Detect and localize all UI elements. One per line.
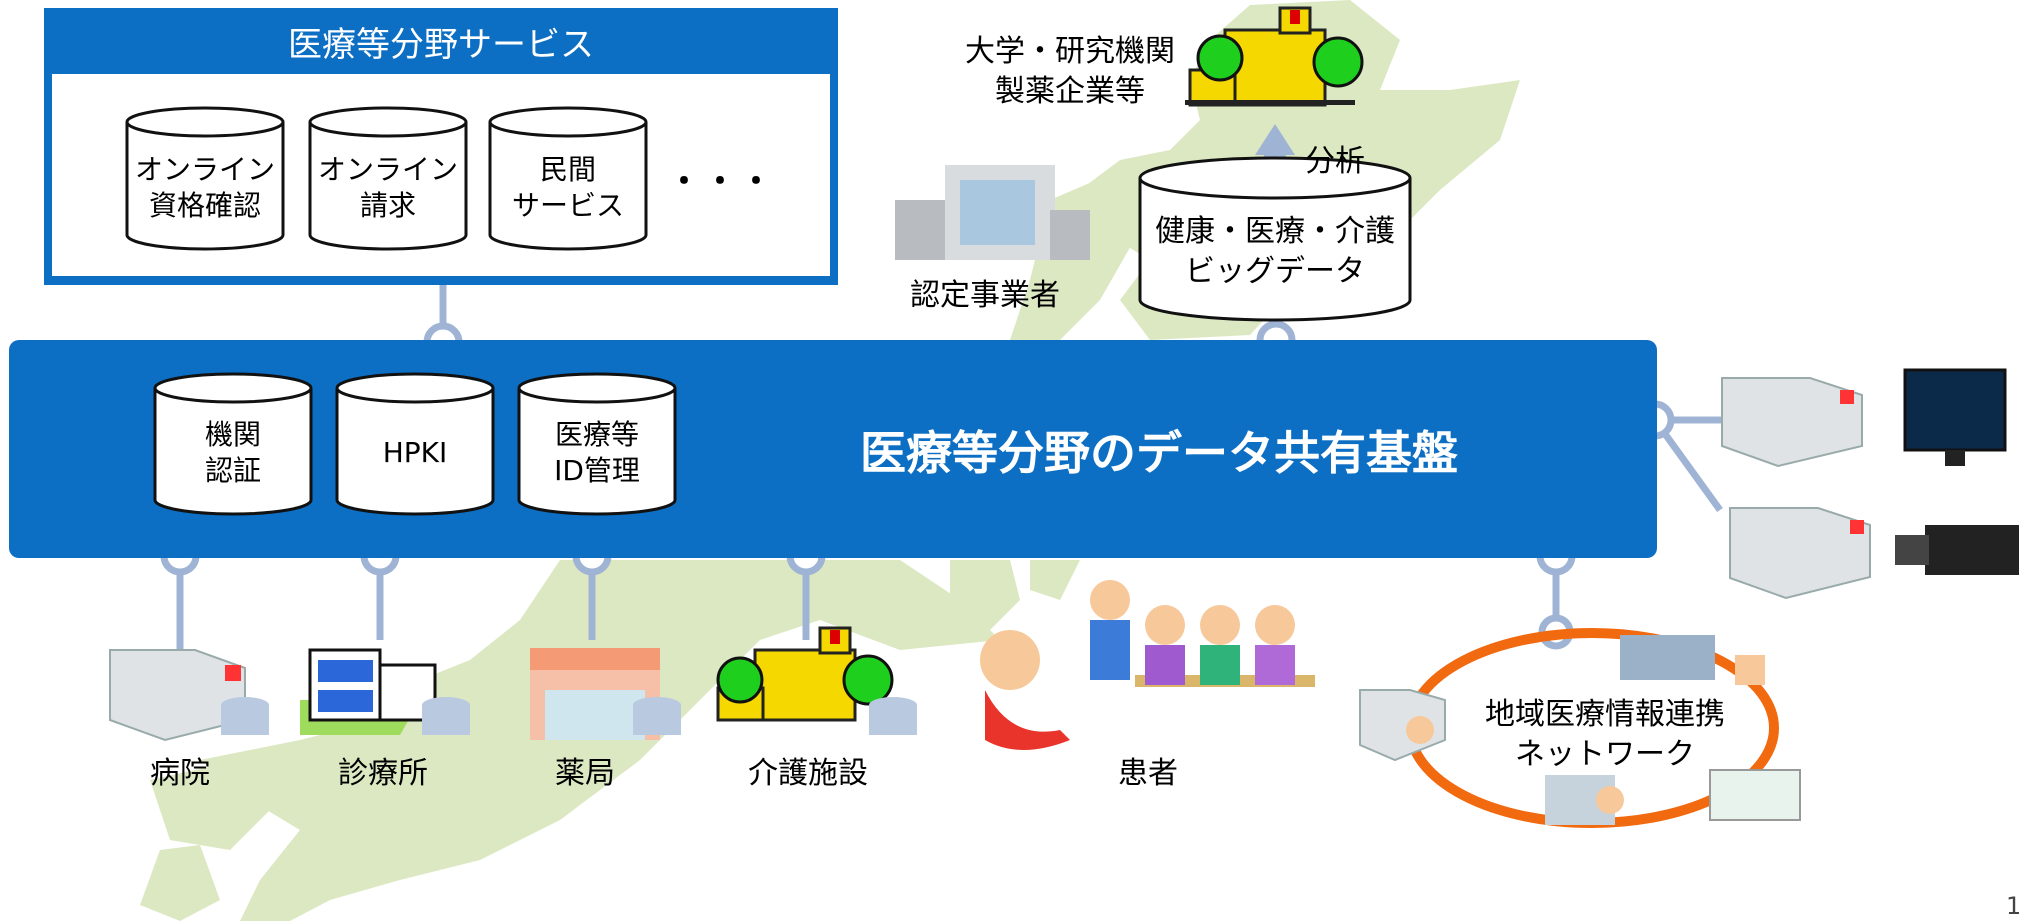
certified-business-building-icon — [895, 165, 1090, 260]
clinic-icon — [300, 648, 470, 735]
service-cylinder-line2: 資格確認 — [148, 189, 261, 222]
platform-cylinder-line1: HPKI — [382, 436, 448, 469]
right-hospital-icon-1 — [1721, 377, 1863, 468]
platform-cylinder-line1: 機関 — [204, 418, 261, 451]
monitor-icon — [1903, 368, 2007, 466]
patient-label: 患者 — [1118, 756, 1178, 791]
service-cylinder-online-billing: オンライン請求 — [310, 108, 466, 250]
service-cylinder-line1: 民間 — [539, 153, 596, 186]
research-label-line2: 製薬企業等 — [995, 74, 1145, 109]
care-facility-label: 介護施設 — [748, 756, 868, 791]
service-cylinder-line1: オンライン — [134, 153, 275, 186]
care-facility-icon — [716, 626, 917, 735]
pharmacy-icon — [530, 648, 681, 740]
services-cylinders — [125, 106, 648, 251]
bigdata-label-line1: 健康・医療・介護 — [1155, 214, 1395, 249]
regional-network-label: 地域医療情報連携 ネットワーク — [1460, 695, 1750, 775]
research-label: 大学・研究機関 製薬企業等 — [965, 32, 1175, 112]
bigdata-label-line2: ビッグデータ — [1185, 254, 1365, 289]
service-cylinder-line1: オンライン — [317, 153, 458, 186]
services-title: 医療等分野サービス — [288, 24, 594, 65]
patients-icon — [980, 580, 1315, 750]
platform-cylinder-institution-auth: 機関認証 — [155, 374, 311, 514]
service-cylinder-online-eligibility: オンライン資格確認 — [127, 108, 283, 250]
platform-title: 医療等分野のデータ共有基盤 — [860, 426, 1458, 480]
certified-business-label: 認定事業者 — [910, 278, 1060, 313]
service-cylinder-line2: サービス — [511, 189, 624, 222]
regional-building-icon — [1545, 775, 1624, 825]
regional-clinic-icon — [1620, 635, 1765, 685]
analysis-label: 分析 — [1305, 144, 1365, 179]
regional-store-icon — [1709, 769, 1801, 821]
regional-hospital-icon — [1359, 689, 1446, 762]
platform-cylinders — [153, 372, 677, 516]
right-hospital-icon-2 — [1729, 507, 1871, 600]
platform-cylinder-line2: 認証 — [204, 454, 261, 487]
hospital-label: 病院 — [150, 756, 210, 791]
pharmacy-label: 薬局 — [555, 756, 615, 791]
regional-network-line2: ネットワーク — [1515, 737, 1695, 772]
hospital-icon — [109, 649, 269, 742]
platform-cylinder-line2: ID管理 — [554, 454, 640, 487]
regional-network-line1: 地域医療情報連携 — [1485, 697, 1725, 732]
service-cylinder-private-services: 民間サービス — [490, 108, 646, 250]
camera-icon — [1895, 525, 2019, 575]
services-more-ellipsis: ・・・ — [668, 162, 777, 200]
page-number: 1 — [2006, 892, 2019, 920]
service-cylinder-line2: 請求 — [359, 189, 416, 222]
research-building-icon — [1185, 6, 1364, 107]
platform-cylinder-hpki: HPKI — [337, 374, 493, 514]
clinic-label: 診療所 — [338, 756, 428, 791]
bigdata-label: 健康・医療・介護 ビッグデータ — [1140, 212, 1410, 292]
platform-cylinder-line1: 医療等 — [554, 418, 639, 451]
research-label-line1: 大学・研究機関 — [965, 34, 1175, 69]
